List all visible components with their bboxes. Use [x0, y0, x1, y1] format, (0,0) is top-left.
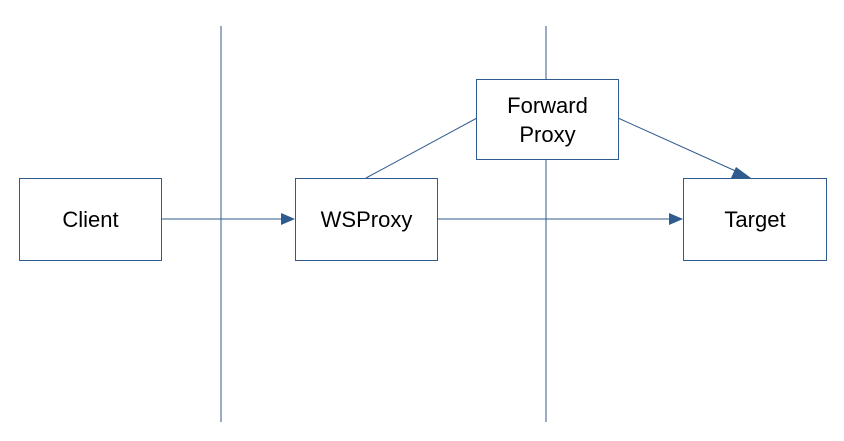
client-label: Client — [62, 207, 118, 232]
client-node: Client — [19, 178, 162, 261]
edge-wsproxy-to-forward-proxy — [365, 117, 478, 179]
wsproxy-label: WSProxy — [321, 207, 413, 232]
edge-forward-proxy-to-target — [617, 117, 741, 174]
wsproxy-node: WSProxy — [295, 178, 438, 261]
target-box — [683, 178, 827, 261]
wsproxy-box — [295, 178, 438, 261]
forward-proxy-box — [476, 79, 619, 160]
forward-proxy-label-line1: Forward — [507, 93, 588, 118]
target-label: Target — [724, 207, 785, 232]
forward-proxy-node: Forward Proxy — [476, 79, 619, 160]
arrow-head-forward-proxy-to-target — [731, 167, 751, 178]
arrow-head-client-to-wsproxy — [281, 213, 295, 225]
forward-proxy-label-line2: Proxy — [519, 122, 575, 147]
client-box — [19, 178, 162, 261]
arrow-head-wsproxy-to-target — [669, 213, 683, 225]
target-node: Target — [683, 178, 827, 261]
